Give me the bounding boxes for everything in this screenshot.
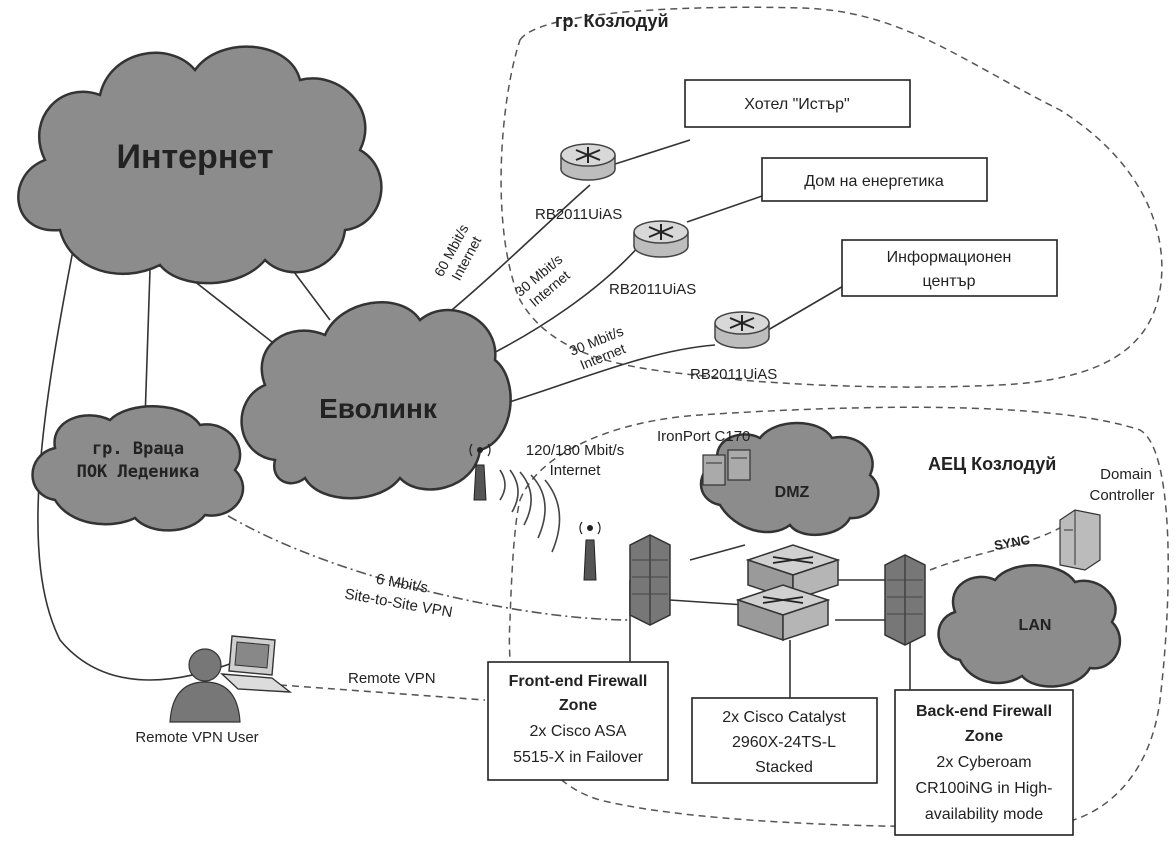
internet-cloud [17,45,383,285]
switch-line-3: Stacked [755,759,813,776]
info-center-box [841,239,1058,297]
frontend-box [487,661,669,781]
frontend-line-2: Zone [559,697,597,714]
router-3 [714,311,770,349]
lan-cloud-label: LAN [1019,617,1052,634]
wireless-label-1: 120/180 Mbit/s [526,442,624,459]
backend-firewall-icon [884,554,926,646]
sync-label: SYNC [993,532,1032,553]
router-3-label: RB2011UiAS [690,366,777,383]
switch-line-2: 2960X-24TS-L [732,734,836,751]
domain-controller-label-2: Controller [1089,487,1154,504]
wireless-label-2: Internet [550,462,602,479]
backend-line-1: Back-end Firewall [916,703,1052,720]
evolink-antenna-icon [469,443,491,501]
info-center-label-1: Информационен [887,249,1012,266]
vratsa-cloud-label-2: ПОК Леденика [77,462,200,482]
evolink-cloud [240,301,512,500]
npp-antenna-icon [579,521,601,581]
remote-vpn-label: Remote VPN [348,670,436,687]
npp-zone-title: АЕЦ Козлодуй [928,454,1056,474]
frontend-line-3: 2x Cisco ASA [530,723,627,740]
ironport-label: IronPort C170 [657,428,750,445]
frontend-firewall-icon [629,534,671,626]
switch-line-1: 2x Cisco Catalyst [722,709,846,726]
router-2 [633,220,689,258]
wireless-waves [499,469,561,553]
vratsa-cloud [31,405,245,532]
domain-controller-label-1: Domain [1100,466,1152,483]
user-icon [169,648,241,723]
router-1 [560,143,616,181]
dmz-cloud-label: DMZ [775,484,810,501]
switch-box [691,697,878,784]
kozloduy-town-zone [500,6,1163,388]
frontend-line-4: 5515-X in Failover [513,749,644,766]
vratsa-cloud-label-1: гр. Враца [92,439,184,459]
remote-user-label: Remote VPN User [135,729,258,746]
energy-home-box [761,157,988,202]
domain-controller-server-icon [1059,509,1101,571]
backend-line-2: Zone [965,728,1003,745]
evolink-cloud-label: Еволинк [319,393,438,424]
remote-vpn-line [279,684,486,701]
backend-line-3: 2x Cyberoam [936,754,1031,771]
backend-line-5: availability mode [925,806,1043,823]
kozloduy-town-title: гр. Козлодуй [555,11,669,31]
lan-cloud [937,564,1122,688]
frontend-line-1: Front-end Firewall [509,673,648,690]
info-center-label-2: център [923,273,976,290]
internet-cloud-label: Интернет [117,138,274,176]
connection-lines [37,139,911,698]
router-1-label: RB2011UiAS [535,206,622,223]
laptop-icon [220,635,293,693]
hotel-box [684,79,911,128]
router-2-label: RB2011UiAS [609,281,696,298]
hotel-label: Хотел "Истър" [744,96,849,113]
energy-home-label: Дом на енергетика [804,173,944,190]
ironport-server-icon [702,449,751,486]
backend-box [894,689,1074,836]
backend-line-4: CR100iNG in High- [916,780,1053,797]
